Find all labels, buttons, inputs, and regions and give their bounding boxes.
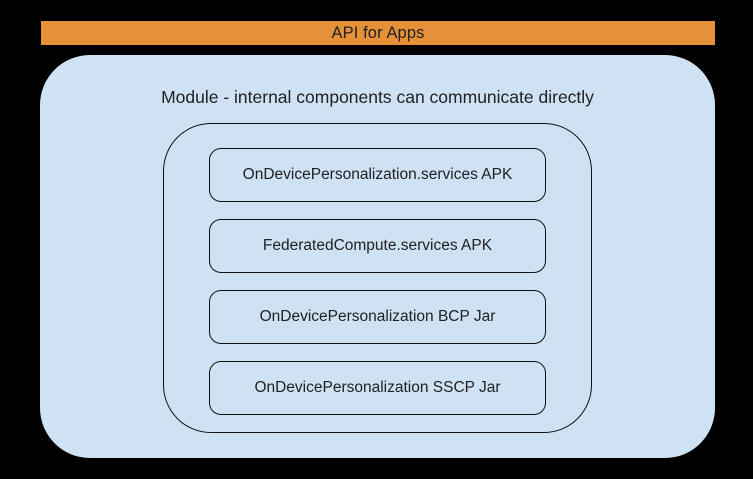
api-for-apps-banner: API for Apps [41, 21, 715, 45]
component-box-odp-sscp-jar: OnDevicePersonalization SSCP Jar [209, 361, 546, 415]
component-box-odp-bcp-jar: OnDevicePersonalization BCP Jar [209, 290, 546, 344]
module-title: Module - internal components can communi… [161, 87, 594, 107]
component-box-odp-services-apk: OnDevicePersonalization.services APK [209, 148, 546, 202]
component-label: FederatedCompute.services APK [262, 237, 493, 255]
component-label: OnDevicePersonalization BCP Jar [259, 308, 496, 326]
module-internal-group: OnDevicePersonalization.services APK Fed… [163, 123, 592, 433]
module-container: Module - internal components can communi… [40, 55, 715, 458]
component-label: OnDevicePersonalization SSCP Jar [254, 379, 501, 397]
component-box-federatedcompute-services-apk: FederatedCompute.services APK [209, 219, 546, 273]
component-label: OnDevicePersonalization.services APK [242, 166, 513, 184]
banner-label: API for Apps [331, 23, 425, 42]
